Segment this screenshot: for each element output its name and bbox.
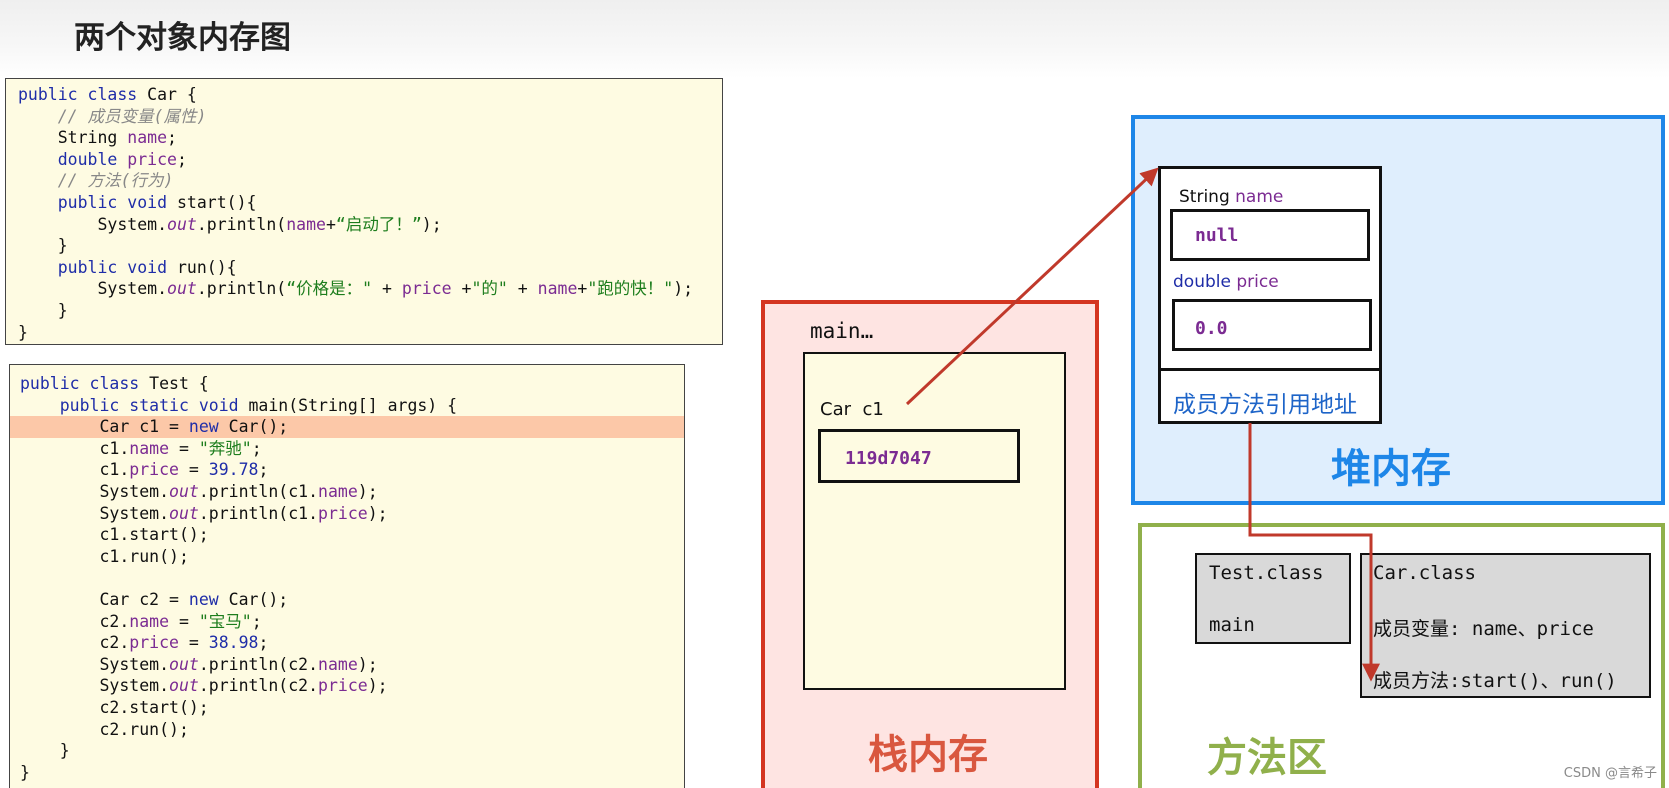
code-line: System.out.println(c1.price); bbox=[20, 503, 388, 523]
code-line-highlighted: Car c1 = new Car(); bbox=[10, 416, 684, 438]
code-line: c1.name = "奔驰"; bbox=[20, 438, 262, 458]
header-band bbox=[0, 0, 1669, 78]
code-line: } bbox=[18, 236, 68, 256]
stack-variable-label: Car c1 bbox=[820, 399, 884, 420]
field-name: name bbox=[1235, 187, 1284, 207]
heap-field-price-box bbox=[1172, 299, 1372, 351]
code-line: System.out.println(“价格是：" + price +"的" +… bbox=[18, 279, 694, 299]
code-line: public class Car { bbox=[18, 85, 197, 104]
code-line: c2.start(); bbox=[20, 697, 209, 717]
code-line: public static void main(String[] args) { bbox=[59, 395, 458, 415]
stack-memory-title: 栈内存 bbox=[868, 732, 988, 778]
code-line: Car c2 = new Car(); bbox=[20, 589, 289, 609]
test-class-name: Test.class bbox=[1209, 562, 1324, 584]
code-line: public void run(){ bbox=[57, 257, 237, 277]
code-line: System.out.println(c2.name); bbox=[20, 654, 378, 674]
main-stack-frame bbox=[803, 352, 1066, 690]
code-line: c2.run(); bbox=[20, 719, 189, 739]
code-line: System.out.println(name+“启动了！”); bbox=[18, 214, 442, 234]
stack-variable-type: Car bbox=[820, 399, 851, 420]
heap-field-name-box bbox=[1170, 209, 1370, 261]
code-line: System.out.println(c2.price); bbox=[20, 676, 388, 696]
field-type: double bbox=[1173, 272, 1231, 292]
stack-frame-label: main… bbox=[810, 319, 874, 343]
stack-variable-value: 119d7047 bbox=[845, 448, 932, 469]
heap-to-method-arrow bbox=[1248, 423, 1380, 682]
code-line: c2.price = 38.98; bbox=[20, 633, 269, 653]
heap-method-reference: 成员方法引用地址 bbox=[1173, 392, 1357, 418]
code-line: public class Test { bbox=[20, 374, 209, 393]
code-line: } bbox=[20, 762, 30, 782]
code-line: double price; bbox=[57, 149, 187, 169]
heap-object-divider bbox=[1158, 368, 1382, 371]
heap-field-name-value: null bbox=[1195, 225, 1239, 246]
code-line: String name; bbox=[18, 128, 177, 148]
stack-variable-box bbox=[818, 429, 1020, 483]
stack-to-heap-arrow bbox=[905, 167, 1159, 406]
code-line: } bbox=[20, 741, 70, 761]
test-class-code: public class Test { public static void m… bbox=[9, 364, 685, 788]
stack-variable-name: c1 bbox=[862, 399, 884, 420]
watermark: CSDN @言希子 bbox=[1563, 766, 1657, 781]
code-line: c1.run(); bbox=[20, 546, 189, 566]
test-class-box bbox=[1195, 553, 1351, 644]
code-line: } bbox=[18, 300, 68, 320]
heap-field-name-label: String name bbox=[1179, 187, 1283, 207]
car-class-box bbox=[1360, 553, 1651, 698]
car-class-fields: 成员变量: name、price bbox=[1373, 618, 1594, 640]
field-type: String bbox=[1179, 187, 1230, 207]
code-line: c2.name = "宝马"; bbox=[20, 611, 262, 631]
car-class-methods: 成员方法:start()、run() bbox=[1373, 670, 1617, 692]
method-area-title: 方法区 bbox=[1207, 735, 1327, 781]
heap-field-price-value: 0.0 bbox=[1195, 318, 1228, 339]
code-line: } bbox=[18, 322, 28, 342]
code-line: System.out.println(c1.name); bbox=[20, 481, 378, 501]
heap-memory-title: 堆内存 bbox=[1331, 446, 1451, 492]
code-line: c1.start(); bbox=[20, 525, 209, 545]
car-class-name: Car.class bbox=[1373, 562, 1476, 584]
code-line: public void start(){ bbox=[57, 192, 257, 212]
code-line: // 成员变量(属性) bbox=[18, 106, 207, 126]
car-class-code: public class Car { // 成员变量(属性) String na… bbox=[5, 78, 723, 345]
test-class-method: main bbox=[1209, 614, 1255, 636]
code-line: c1.price = 39.78; bbox=[20, 460, 269, 480]
code-line: // 方法(行为) bbox=[18, 171, 174, 191]
field-name: price bbox=[1236, 272, 1279, 292]
page-title: 两个对象内存图 bbox=[74, 20, 291, 56]
heap-field-price-label: double price bbox=[1173, 272, 1279, 292]
